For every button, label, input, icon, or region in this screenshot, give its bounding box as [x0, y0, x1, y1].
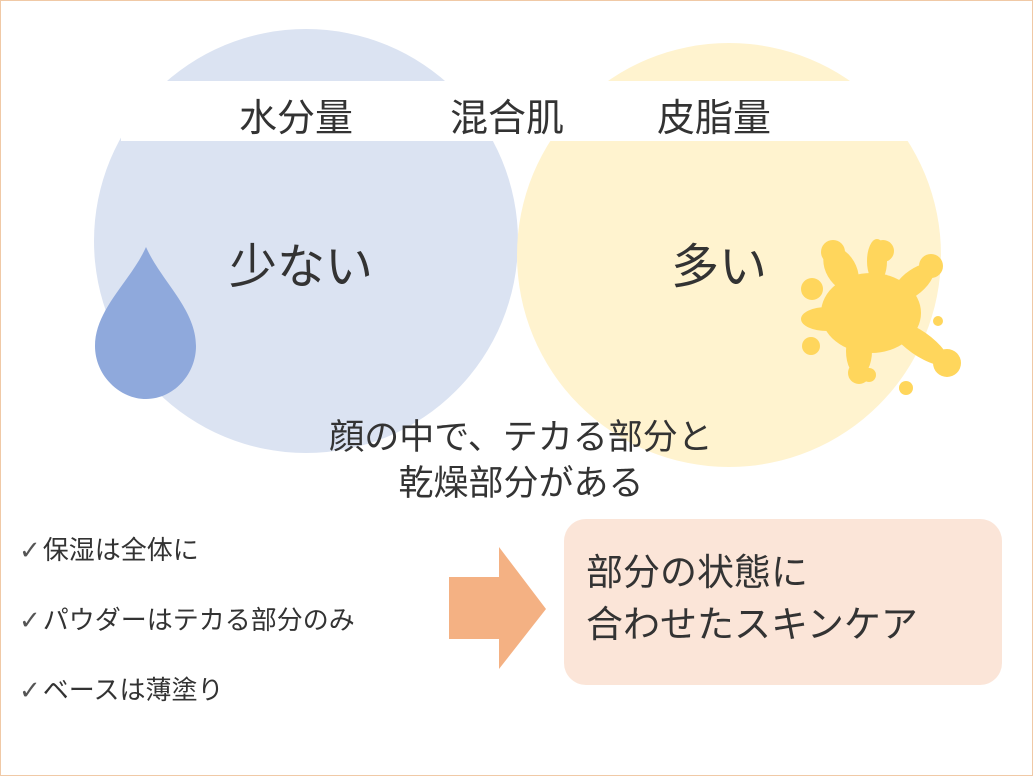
checklist-item: ✓ベースは薄塗り: [19, 671, 355, 741]
checklist-item-text: パウダーはテカる部分のみ: [42, 606, 355, 636]
header-water: 水分量: [239, 96, 354, 140]
oil-value: 多い: [671, 239, 768, 295]
result-line-2: 合わせたスキンケア: [586, 603, 918, 646]
checklist-item: ✓保湿は全体に: [19, 531, 355, 601]
checklist-item-text: 保湿は全体に: [42, 536, 199, 566]
description: 顔の中で、テカる部分と 乾燥部分がある: [241, 415, 801, 507]
checklist-item-text: ベースは薄塗り: [42, 676, 224, 706]
description-line-2: 乾燥部分がある: [398, 464, 644, 504]
header-oil: 皮脂量: [657, 96, 772, 140]
header-mixed-skin: 混合肌: [450, 96, 565, 140]
check-mark-icon: ✓: [19, 606, 41, 636]
result-box: 部分の状態に 合わせたスキンケア: [564, 519, 1002, 685]
check-mark-icon: ✓: [19, 536, 41, 566]
right-arrow-icon: [449, 547, 546, 669]
oil-splash-icon: [801, 239, 961, 395]
checklist: ✓保湿は全体に ✓パウダーはテカる部分のみ ✓ベースは薄塗り: [19, 531, 355, 741]
header-band: [121, 81, 941, 141]
water-droplet-icon: [95, 247, 196, 399]
result-line-1: 部分の状態に: [586, 551, 808, 594]
description-line-1: 顔の中で、テカる部分と: [329, 418, 713, 458]
checklist-item: ✓パウダーはテカる部分のみ: [19, 601, 355, 671]
water-value: 少ない: [229, 239, 374, 295]
check-mark-icon: ✓: [19, 676, 41, 706]
result-text: 部分の状態に 合わせたスキンケア: [586, 547, 918, 651]
